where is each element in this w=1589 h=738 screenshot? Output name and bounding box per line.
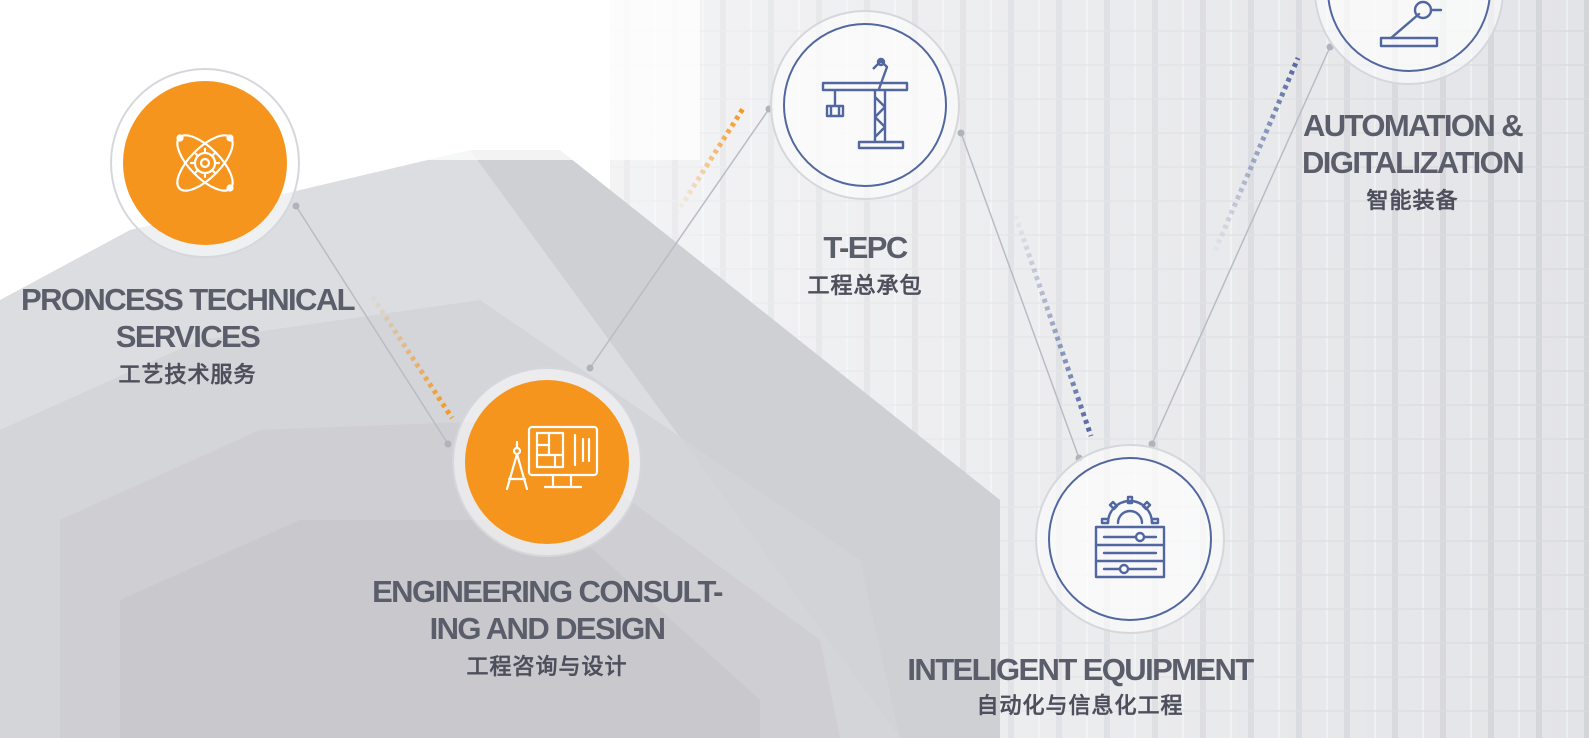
node-intelligent-equipment[interactable] [1035,444,1225,634]
label-engineering-consulting-design: ENGINEERING CONSULT- ING AND DESIGN 工程咨询… [362,573,732,683]
connector-line-1 [295,205,449,445]
node-title: AUTOMATION & [1302,108,1524,143]
node-title: ENGINEERING CONSULT- [372,574,723,609]
dashed-accent-2 [673,105,747,216]
node-circle-orange [123,81,287,245]
node-title-continued: DIGITALIZATION [1302,145,1525,180]
node-engineering-consulting-design[interactable] [452,367,642,557]
node-circle-outline [1327,0,1491,72]
dashed-accent-1 [365,288,455,420]
node-circle-orange [465,380,629,544]
label-automation-digitalization: AUTOMATION & DIGITALIZATION 智能装备 [1290,107,1535,217]
atom-gear-icon [176,134,234,192]
node-title: INTELIGENT EQUIPMENT [907,652,1254,687]
label-t-epc: T-EPC 工程总承包 [760,229,970,302]
label-intelligent-equipment: INTELIGENT EQUIPMENT 自动化与信息化工程 [895,651,1265,722]
node-subtitle: 智能装备 [1366,189,1459,214]
node-subtitle: 工程总承包 [807,274,923,299]
label-process-technical-services: PRONCESS TECHNICAL SERVICES 工艺技术服务 [20,281,356,391]
connector-line-2 [589,108,770,369]
node-title-continued: ING AND DESIGN [429,611,666,646]
node-t-epc[interactable] [770,10,960,200]
robot-arm-icon [1379,0,1443,48]
node-circle-outline [783,23,947,187]
node-process-technical-services[interactable] [110,68,300,258]
dashed-accent-3 [1010,207,1094,437]
node-subtitle: 工艺技术服务 [118,363,257,388]
dashed-accent-4 [1209,57,1301,259]
node-title: T-EPC [823,230,908,265]
gear-control-panel-icon [1094,495,1166,579]
blueprint-monitor-compass-icon [505,425,599,491]
node-title: PRONCESS TECHNICAL [21,282,356,317]
connector-line-4 [1151,46,1331,445]
connector-line-3 [960,132,1080,459]
tower-crane-icon [821,57,909,150]
node-subtitle: 自动化与信息化工程 [976,694,1184,719]
node-subtitle: 工程咨询与设计 [466,655,628,680]
node-title-continued: SERVICES [115,319,261,354]
node-circle-outline [1048,457,1212,621]
